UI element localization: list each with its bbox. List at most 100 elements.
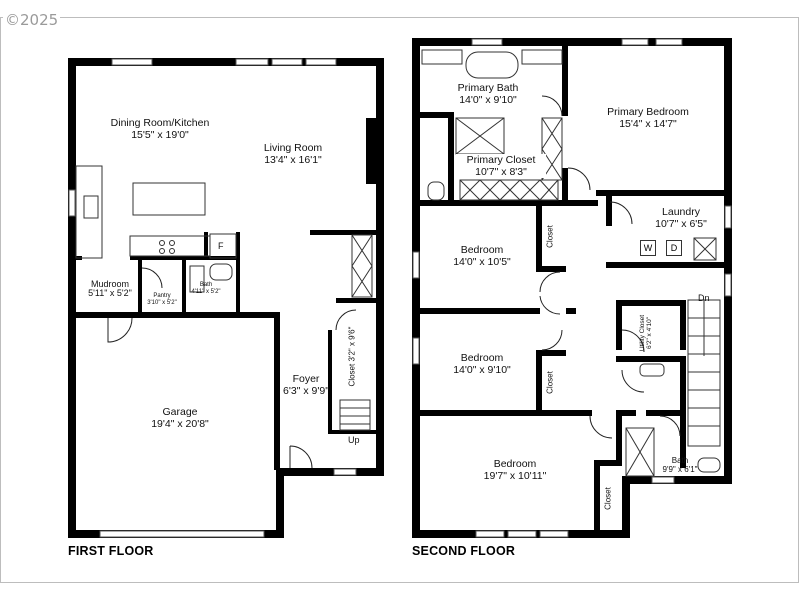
washer: W bbox=[640, 240, 656, 256]
closet-shelf-x bbox=[351, 265, 373, 298]
window bbox=[68, 189, 76, 217]
second-floor-wall bbox=[536, 266, 566, 272]
window bbox=[539, 530, 569, 538]
second-floor-wall bbox=[420, 200, 598, 206]
second-floor-wall bbox=[562, 46, 568, 116]
window bbox=[507, 530, 537, 538]
second-floor-wall bbox=[616, 300, 622, 350]
closet-label-bedroom-2: Closet bbox=[545, 225, 555, 248]
second-floor-wall bbox=[420, 308, 540, 314]
door-swing bbox=[107, 317, 133, 343]
closet-shelf-x bbox=[351, 234, 373, 267]
cooktop-burner bbox=[159, 248, 165, 254]
drawing-frame bbox=[0, 17, 799, 583]
second-floor-title: SECOND FLOOR bbox=[412, 544, 516, 558]
second-floor-wall bbox=[536, 206, 542, 272]
door-swing bbox=[621, 369, 645, 393]
second-floor-wall bbox=[646, 410, 686, 416]
sink bbox=[83, 195, 99, 219]
cooktop-burner bbox=[159, 240, 165, 246]
door-swing bbox=[335, 309, 357, 331]
second-floor-wall bbox=[616, 410, 622, 466]
first-floor-wall bbox=[138, 256, 142, 314]
window bbox=[111, 58, 153, 66]
sink bbox=[189, 265, 205, 293]
door-swing bbox=[541, 329, 563, 351]
second-floor-wall bbox=[412, 38, 420, 538]
refrigerator bbox=[209, 233, 237, 259]
closet-label-bedroom-3: Closet bbox=[545, 371, 555, 394]
second-floor-wall bbox=[412, 38, 732, 46]
toilet bbox=[427, 181, 445, 201]
window bbox=[621, 38, 649, 46]
window bbox=[412, 337, 420, 365]
second-floor-wall bbox=[594, 460, 600, 530]
window bbox=[651, 476, 675, 484]
window bbox=[333, 468, 357, 476]
window bbox=[724, 273, 732, 297]
second-floor-wall bbox=[680, 300, 686, 350]
first-floor-wall bbox=[310, 230, 376, 235]
window bbox=[475, 530, 505, 538]
door-swing bbox=[621, 329, 645, 353]
window bbox=[99, 530, 265, 538]
door-swing bbox=[659, 415, 681, 437]
window bbox=[305, 58, 337, 66]
refrigerator-label: F bbox=[218, 241, 224, 251]
window bbox=[724, 205, 732, 229]
second-floor-wall bbox=[594, 460, 618, 466]
second-floor-wall bbox=[616, 410, 636, 416]
first-floor-wall bbox=[76, 312, 280, 318]
second-floor-wall bbox=[724, 38, 732, 484]
door-swing bbox=[141, 267, 163, 289]
room-label-first-closet: Closet 3'2" x 9'6" bbox=[347, 326, 357, 387]
second-floor-wall bbox=[448, 112, 454, 206]
door-swing bbox=[539, 295, 561, 315]
first-floor-wall bbox=[328, 330, 332, 434]
first-floor-wall bbox=[328, 430, 376, 434]
vanity bbox=[421, 49, 463, 65]
first-floor-title: FIRST FLOOR bbox=[68, 544, 154, 558]
first-floor-wall bbox=[68, 58, 384, 66]
second-floor-wall bbox=[536, 350, 542, 414]
shower-x bbox=[455, 117, 505, 155]
first-floor-wall bbox=[130, 256, 240, 260]
second-floor-wall bbox=[622, 478, 630, 538]
door-swing bbox=[609, 201, 633, 225]
vanity bbox=[521, 49, 563, 65]
door-swing bbox=[539, 271, 561, 293]
toilet bbox=[209, 263, 233, 281]
second-floor-wall bbox=[606, 262, 724, 268]
second-floor-wall bbox=[606, 196, 612, 226]
door-swing bbox=[567, 167, 591, 191]
cooktop-burner bbox=[169, 248, 175, 254]
second-floor-wall bbox=[616, 300, 684, 306]
stair-down-label: Dn bbox=[698, 293, 710, 303]
kitchen-counter bbox=[75, 165, 103, 259]
first-floor-wall bbox=[236, 232, 240, 314]
second-floor-wall bbox=[566, 308, 576, 314]
second-floor-wall bbox=[562, 168, 568, 206]
closet-rod bbox=[459, 179, 559, 201]
first-floor-wall bbox=[276, 468, 384, 476]
laundry-sink bbox=[693, 237, 717, 261]
shower bbox=[625, 427, 655, 477]
first-floor-wall bbox=[276, 470, 284, 538]
